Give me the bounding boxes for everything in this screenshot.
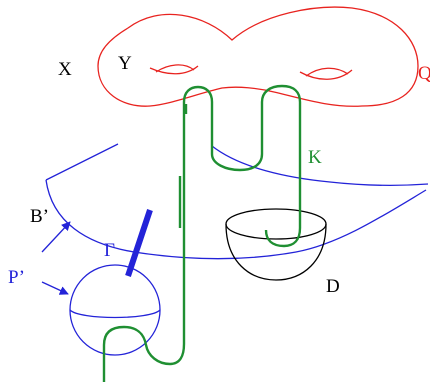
knot-k xyxy=(102,84,302,382)
ball-p-prime-sphere xyxy=(69,264,161,356)
label-p-prime: P’ xyxy=(8,267,25,288)
plane-b-top-edge xyxy=(45,143,119,181)
label-b-prime: B’ xyxy=(30,206,49,227)
surface-q-outline xyxy=(97,6,419,107)
ball-p-prime xyxy=(69,264,161,356)
label-y: Y xyxy=(118,53,132,74)
disk-gamma xyxy=(125,209,153,277)
plane-b-front-edge xyxy=(45,179,427,260)
label-gamma: Γ xyxy=(104,240,115,261)
plane-b-back-edge xyxy=(211,145,429,186)
surface-q-hole-left-lower xyxy=(155,64,195,73)
surface-q xyxy=(97,6,419,107)
label-q: Q xyxy=(418,63,430,84)
hemisphere-d-rim xyxy=(225,208,327,240)
surface-q-hole-left-upper xyxy=(149,65,199,75)
arrow-p-prime xyxy=(41,281,69,295)
ball-p-prime-equator xyxy=(69,309,161,319)
plane-b-prime xyxy=(45,143,429,260)
surface-q-hole-right-upper xyxy=(299,69,353,80)
label-k: K xyxy=(308,147,322,168)
hemisphere-d xyxy=(225,208,327,281)
surface-q-hole-right-lower xyxy=(305,67,349,77)
label-x: X xyxy=(58,59,72,80)
label-d: D xyxy=(326,276,340,297)
hemisphere-d-bowl xyxy=(225,223,327,281)
arrow-b-prime xyxy=(41,221,71,253)
